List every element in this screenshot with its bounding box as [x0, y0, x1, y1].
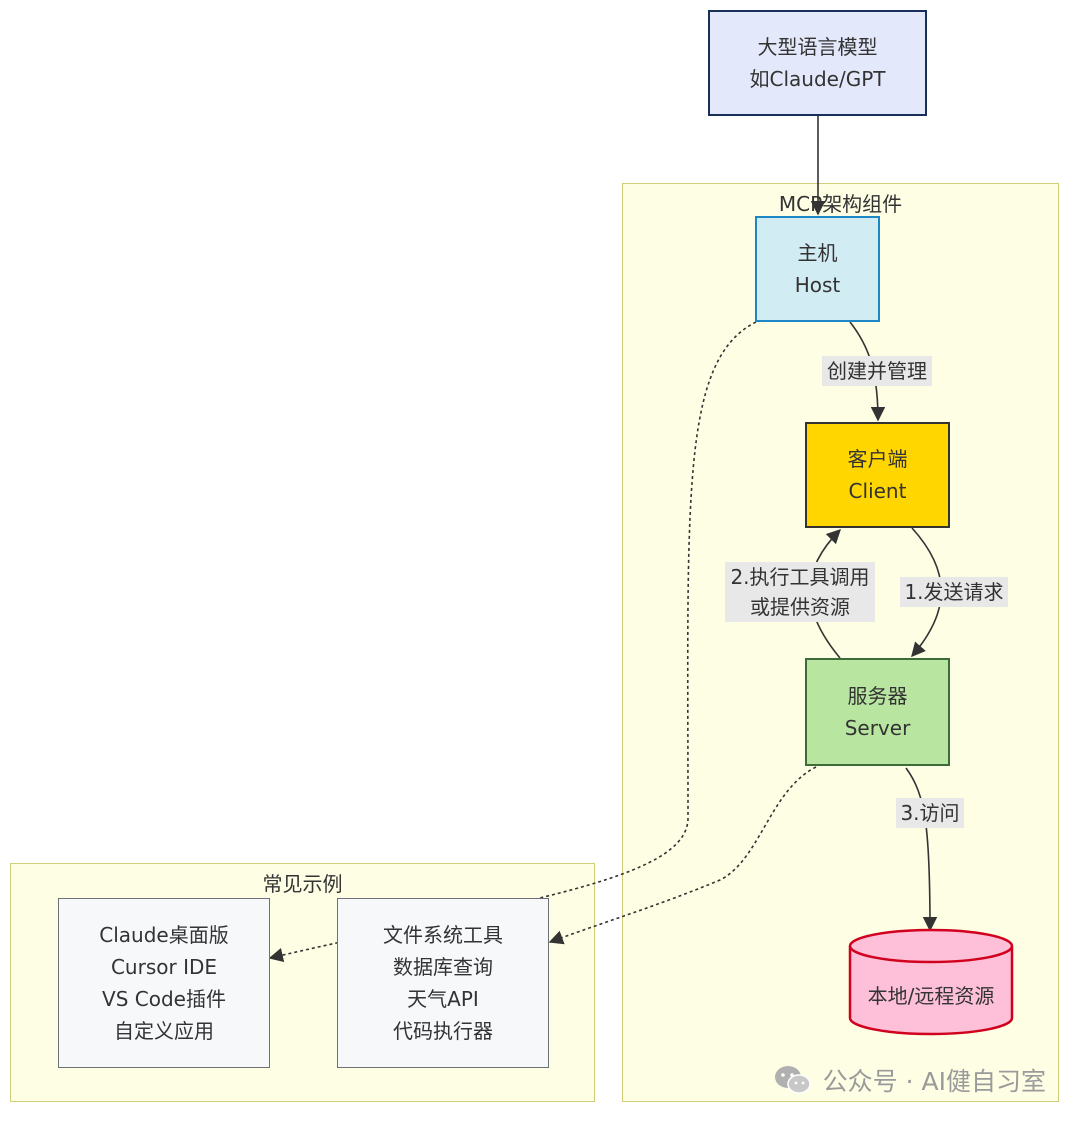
label-execute-tool: 2.执行工具调用 或提供资源: [725, 562, 875, 622]
tool-item: 文件系统工具: [383, 923, 503, 947]
app-item: Claude桌面版: [99, 923, 229, 947]
resource-label: 本地/远程资源: [867, 984, 995, 1008]
mcp-group-title: MCP架构组件: [778, 192, 903, 216]
client-node: 客户端 Client: [805, 422, 950, 528]
label-create-manage: 创建并管理: [822, 356, 932, 386]
wechat-icon: [774, 1066, 811, 1094]
llm-line1: 大型语言模型: [757, 35, 878, 59]
app-item: VS Code插件: [102, 987, 226, 1011]
label-send-request: 1.发送请求: [900, 577, 1008, 607]
client-line1: 客户端: [847, 447, 908, 471]
server-line2: Server: [844, 716, 911, 740]
host-node: 主机 Host: [755, 216, 880, 322]
host-line2: Host: [794, 273, 841, 297]
edge-host-apps: [268, 321, 757, 963]
examples-group-title: 常见示例: [262, 872, 343, 896]
watermark: 公众号 · AI健自习室: [773, 1062, 1046, 1098]
label-access: 3.访问: [896, 798, 964, 828]
apps-node: Claude桌面版 Cursor IDE VS Code插件 自定义应用: [58, 898, 270, 1068]
server-line1: 服务器: [847, 684, 908, 708]
llm-line2: 如Claude/GPT: [749, 67, 886, 91]
host-line1: 主机: [797, 241, 838, 265]
app-item: 自定义应用: [114, 1019, 214, 1043]
edge-server-tools: [548, 766, 817, 945]
server-node: 服务器 Server: [805, 658, 950, 766]
label-execute-line1: 2.执行工具调用: [730, 565, 870, 589]
tools-node: 文件系统工具 数据库查询 天气API 代码执行器: [337, 898, 549, 1068]
tool-item: 代码执行器: [393, 1019, 493, 1043]
app-item: Cursor IDE: [110, 955, 218, 979]
edge-server-resource: [905, 767, 938, 932]
label-execute-line2: 或提供资源: [750, 595, 850, 619]
tool-item: 天气API: [407, 987, 479, 1011]
tool-item: 数据库查询: [393, 955, 493, 979]
client-line2: Client: [848, 479, 907, 503]
watermark-text: 公众号 · AI健自习室: [822, 1067, 1046, 1096]
mcp-components-group: MCP架构组件: [622, 183, 1059, 1102]
llm-node: 大型语言模型 如Claude/GPT: [708, 10, 927, 116]
resource-node: [848, 928, 1014, 1036]
